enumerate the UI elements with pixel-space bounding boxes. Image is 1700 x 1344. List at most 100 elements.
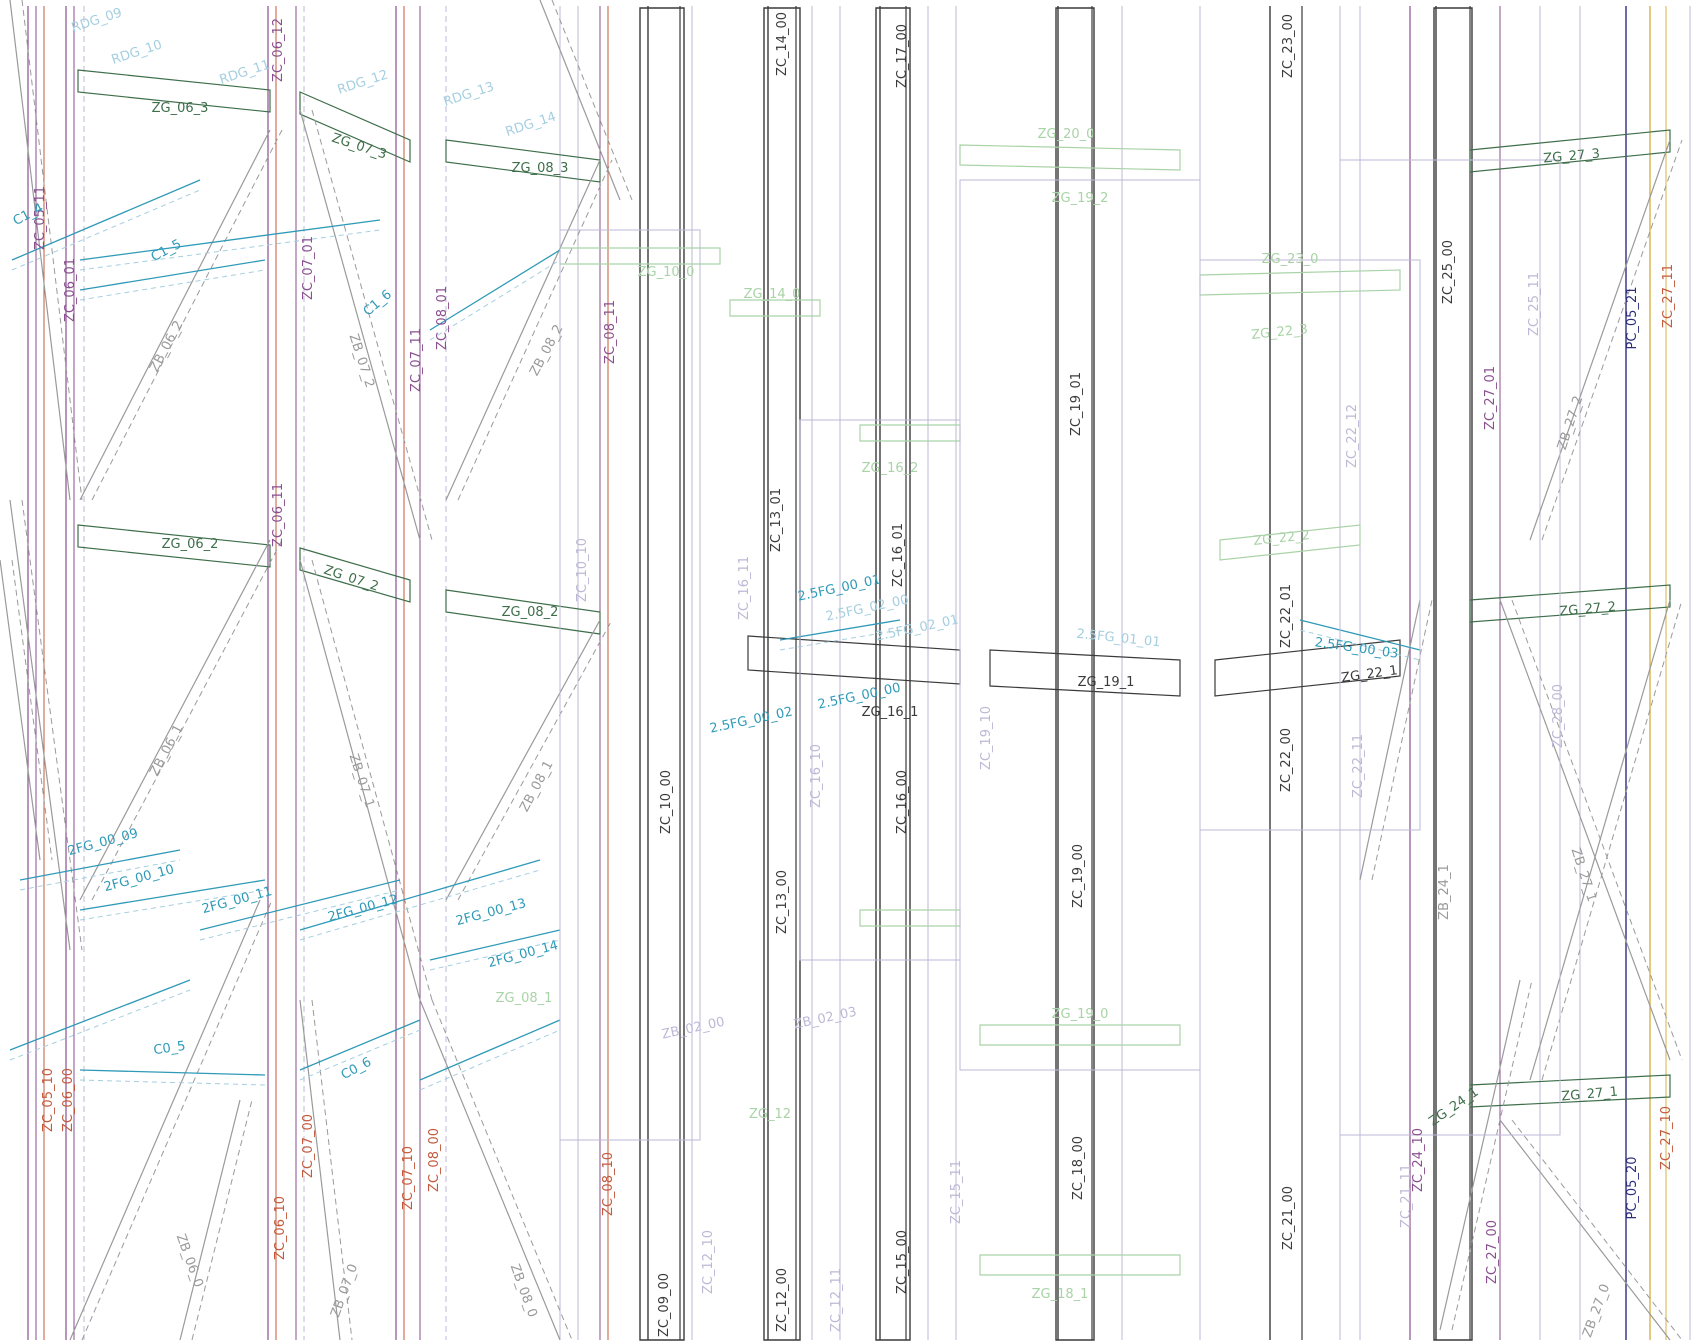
member-label-zc-08-10: ZC_08_10 [601, 1152, 616, 1216]
brace-line [81, 899, 273, 1341]
member-label-zc-25-11: ZC_25_11 [1527, 272, 1542, 336]
member-label-zc-14-00: ZC_14_00 [775, 12, 790, 76]
brace-line [1499, 599, 1671, 1061]
member-label-zg-27-1: ZG_27_1 [1561, 1085, 1619, 1105]
secondary-member-line [299, 859, 541, 931]
brace-line [299, 999, 341, 1341]
secondary-member-line [1299, 619, 1421, 651]
secondary-member-line [299, 1029, 421, 1081]
secondary-member-line [79, 229, 381, 271]
secondary-member-line [299, 869, 541, 941]
member-label-zc-27-10: ZC_27_10 [1659, 1106, 1674, 1170]
member-label-zg-16-1: ZG_16_1 [862, 705, 919, 720]
brace-line [79, 129, 271, 501]
brace-line [431, 999, 573, 1341]
brace-line [1359, 599, 1421, 881]
brace-line [419, 999, 561, 1341]
member-label-zg-23-0: ZG_23_0 [1262, 252, 1319, 267]
member-label-rdg-09: RDG_09 [70, 5, 124, 35]
member-label-zc-27-01: ZC_27_01 [1483, 366, 1498, 430]
member-label-zc-15-11: ZC_15_11 [949, 1160, 964, 1224]
column-box [875, 7, 911, 1341]
brace-line [1499, 1119, 1671, 1341]
brace-line [311, 999, 353, 1341]
member-label-zc-28-00: ZC_28_00 [1551, 684, 1566, 748]
member-label-zc-13-00: ZC_13_00 [775, 870, 790, 934]
secondary-member-line [79, 219, 381, 261]
brace-line [91, 539, 283, 901]
member-label-zc-07-11: ZC_07_11 [409, 328, 424, 392]
member-label-zc-08-00: ZC_08_00 [427, 1128, 442, 1192]
brace-line [9, 499, 71, 951]
member-label-zg-06-2: ZG_06_2 [162, 537, 219, 552]
brace-line [11, 559, 53, 861]
brace-line [551, 0, 633, 201]
member-label-2-5fg-00-02: 2.5FG_00_02 [708, 704, 794, 736]
member-label-zc-05-11: ZC_05_11 [33, 186, 48, 250]
beam-box [445, 589, 601, 635]
member-label-zc-21-00: ZC_21_00 [1281, 1186, 1296, 1250]
member-label-zc-09-00: ZC_09_00 [657, 1273, 672, 1337]
secondary-member-line [79, 889, 266, 921]
member-label-zc-12-00: ZC_12_00 [775, 1268, 790, 1332]
member-label-zb-02-03: ZB_02_03 [792, 1005, 858, 1033]
member-label-zc-13-01: ZC_13_01 [769, 488, 784, 552]
frame-outline [799, 419, 961, 961]
member-label-2fg-00-13: 2FG_00_13 [454, 896, 527, 929]
member-label-zb-27-0: ZB_27_0 [1580, 1282, 1613, 1339]
member-label-zc-06-10: ZC_06_10 [273, 1196, 288, 1260]
beam-box [77, 69, 271, 113]
member-label-zc-19-01: ZC_19_01 [1069, 372, 1084, 436]
secondary-member-line [11, 189, 201, 271]
brace-line [1541, 599, 1683, 1081]
column-box [1433, 7, 1473, 1341]
member-label-zc-18-00: ZC_18_00 [1071, 1136, 1086, 1200]
beam-box [959, 144, 1181, 171]
member-label-zg-08-1: ZG_08_1 [496, 991, 553, 1006]
member-label-zg-12: ZG_12 [749, 1107, 791, 1122]
member-label-zb-06-1: ZB_06_1 [147, 722, 186, 778]
secondary-member-line [429, 939, 561, 971]
brace-line [457, 619, 613, 901]
member-label-zg-16-2: ZG_16_2 [862, 461, 919, 476]
member-label-zg-19-2: ZG_19_2 [1052, 191, 1109, 206]
secondary-member-line [79, 269, 266, 301]
member-label-zb-07-2: ZB_07_2 [346, 332, 377, 390]
member-label-zc-25-00: ZC_25_00 [1441, 240, 1456, 304]
member-label-zc-05-10: ZC_05_10 [41, 1068, 56, 1132]
brace-line [1371, 599, 1433, 881]
column-box [763, 7, 801, 1341]
member-label-zc-22-11: ZC_22_11 [1351, 734, 1366, 798]
member-label-zc-06-11: ZC_06_11 [271, 483, 286, 547]
member-label-rdg-11: RDG_11 [218, 57, 272, 87]
beam-box [1469, 129, 1671, 173]
secondary-member-line [419, 1029, 561, 1091]
member-label-zc-10-10: ZC_10_10 [575, 538, 590, 602]
member-label-zc-08-01: ZC_08_01 [435, 286, 450, 350]
member-label-2-5fg-01-01: 2.5FG_01_01 [1076, 627, 1161, 651]
brace-line [179, 1099, 241, 1341]
secondary-member-line [419, 1019, 561, 1081]
secondary-member-line [429, 929, 561, 961]
member-label-pc-05-21: PC_05_21 [1625, 286, 1640, 349]
member-label-c1-6: C1_6 [361, 287, 395, 319]
secondary-member-line [19, 859, 181, 891]
member-label-2-5fg-00-03: 2.5FG_00_03 [1314, 635, 1400, 662]
secondary-member-line [429, 249, 561, 331]
member-label-zc-12-10: ZC_12_10 [701, 1230, 716, 1294]
frame-outline [1339, 159, 1561, 1136]
brace-line [311, 109, 433, 541]
member-label-zg-22-1: ZG_22_1 [1340, 663, 1398, 686]
member-label-zc-23-00: ZC_23_00 [1281, 14, 1296, 78]
secondary-member-line [9, 979, 191, 1051]
secondary-member-line [19, 849, 181, 881]
beam-box [989, 649, 1181, 697]
member-label-zg-18-1: ZG_18_1 [1032, 1287, 1089, 1302]
column-box [639, 7, 685, 1341]
member-label-zg-08-3: ZG_08_3 [512, 161, 569, 176]
brace-line [457, 159, 613, 501]
brace-line [311, 559, 433, 1001]
member-label-zc-06-01: ZC_06_01 [63, 258, 78, 322]
